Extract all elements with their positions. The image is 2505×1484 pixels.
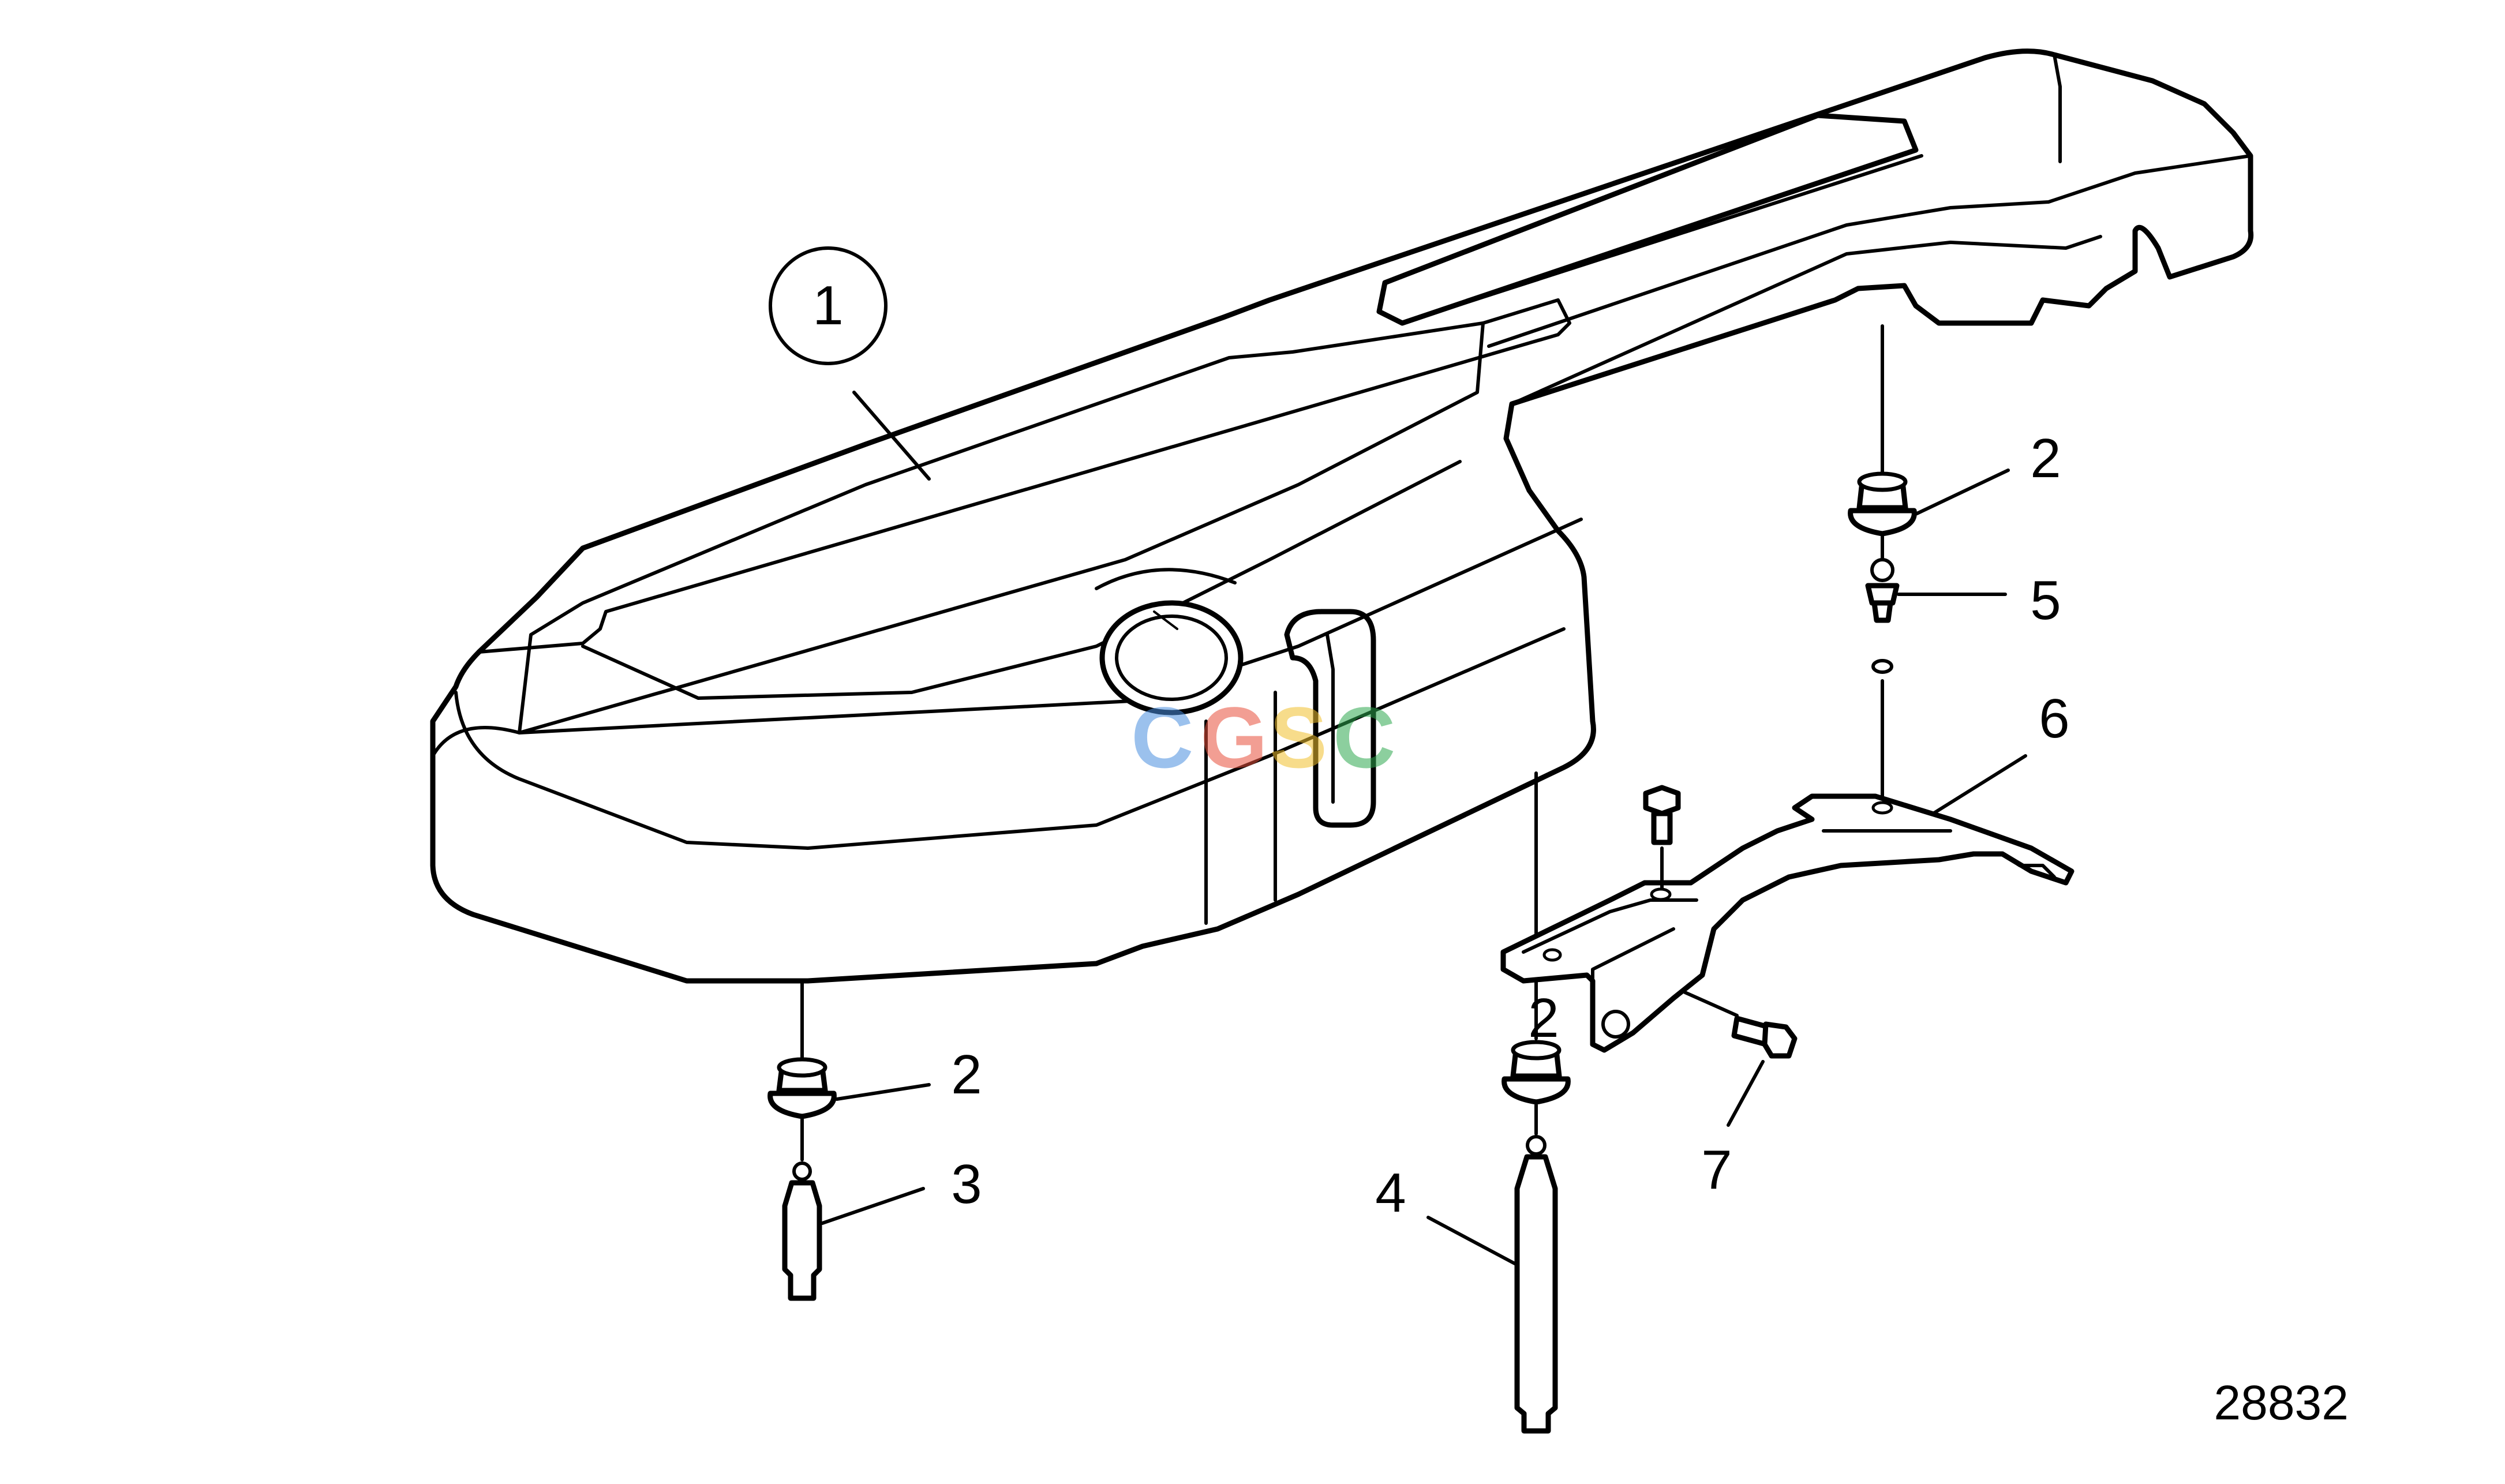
bracket <box>1500 754 2075 1053</box>
callout-6: 6 <box>2039 688 2069 750</box>
callout-7: 7 <box>1701 1139 1732 1201</box>
grommet-center <box>1501 771 1571 1136</box>
callout-1: 1 <box>812 275 843 336</box>
bolt-upper <box>1643 785 1681 890</box>
stud-short <box>782 1161 925 1301</box>
watermark-letter: C <box>1131 689 1193 786</box>
watermark-letter: S <box>1270 689 1327 786</box>
callout-4: 4 <box>1375 1162 1406 1224</box>
callout-2-center: 2 <box>1528 987 1559 1049</box>
callout-5: 5 <box>2030 569 2061 631</box>
watermark-letter: G <box>1200 689 1268 786</box>
figure-number: 28832 <box>2214 1376 2349 1430</box>
watermark-logo: C G S C <box>1131 689 1395 786</box>
grommet-left <box>767 979 931 1161</box>
callout-labels: 1 2 5 6 2 3 2 4 7 28832 <box>769 246 2349 1430</box>
grommet-right <box>1848 324 2010 561</box>
bolt-7 <box>1683 991 1798 1127</box>
stud-long <box>1426 1135 1558 1434</box>
ball-stud <box>1865 558 2007 804</box>
engine-cover <box>430 48 2254 984</box>
callout-1-circle <box>769 246 888 365</box>
callout-2-right: 2 <box>2030 428 2061 489</box>
watermark-letter: C <box>1333 689 1395 786</box>
callout-3: 3 <box>951 1153 982 1215</box>
callout-2-left: 2 <box>951 1044 982 1105</box>
